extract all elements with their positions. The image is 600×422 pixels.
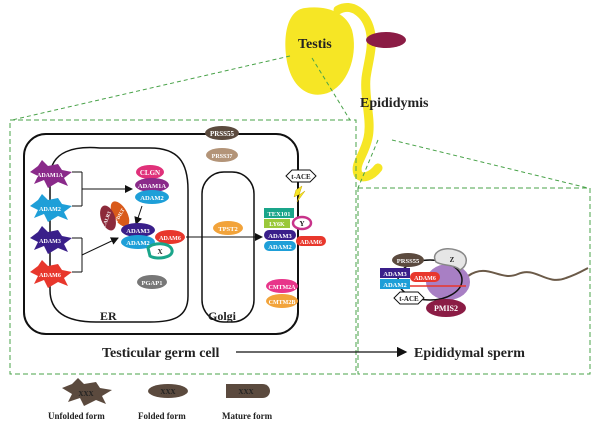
er-label: ER — [100, 309, 117, 323]
adam2-folded-bottom — [121, 235, 155, 249]
adam2-sperm-label: ADAM2 — [383, 282, 406, 289]
testicular-germ-cell-label: Testicular germ cell — [102, 346, 220, 361]
prss55-sperm-label: PRSS55 — [397, 258, 420, 265]
unfolded-adam1a: ADAM1A — [30, 160, 72, 188]
cmtm2b-folded — [266, 294, 298, 308]
adam3-mature — [264, 230, 296, 240]
pgap1-folded — [137, 275, 167, 289]
tace-sperm-label: t-ACE — [399, 295, 419, 303]
tex101-mature — [264, 208, 294, 218]
epididymis-label: Epididymis — [360, 96, 429, 111]
adam1a-folded-label: ADAM1A — [138, 183, 166, 190]
legend-unfolded-label: Unfolded form — [48, 411, 105, 421]
pdilt-folded — [110, 201, 130, 227]
epididymis-shape — [333, 3, 383, 182]
legend-mature — [226, 384, 270, 398]
x-chaperone — [146, 242, 174, 260]
pgap1-label: PGAP1 — [142, 280, 163, 287]
tace-hexagon — [285, 169, 317, 183]
adam3-mature-label: ADAM3 — [268, 233, 292, 240]
connector-testis-left — [11, 55, 291, 121]
clgn-label: CLGN — [140, 169, 160, 177]
adam6-folded — [155, 230, 185, 244]
adam2-folded-bottom-label: ADAM2 — [126, 240, 149, 247]
sperm-panel — [357, 187, 591, 375]
adam6-sperm — [410, 272, 440, 282]
cmtm2b-label: CMTM2B — [269, 300, 296, 306]
adam3-folded-label: ADAM3 — [126, 228, 150, 235]
adam3-folded — [121, 223, 155, 237]
adam2-folded-top — [135, 190, 169, 204]
connector-epididymis-right — [391, 139, 589, 189]
tpst2-label: TPST2 — [218, 226, 238, 233]
ly6k-mature — [264, 219, 290, 228]
lightning-icon — [293, 185, 306, 203]
svg-text:XXX: XXX — [78, 390, 93, 398]
adam3-sperm — [380, 268, 410, 278]
legend-folded-label: Folded form — [138, 411, 186, 421]
legend-mature-label: Mature form — [222, 411, 273, 421]
x-label: X — [157, 248, 162, 256]
prss55-folded — [205, 126, 239, 140]
adam2-folded-top-label: ADAM2 — [140, 195, 163, 202]
z-ring — [433, 248, 467, 271]
pmis2-label: PMIS2 — [434, 304, 458, 313]
adam2-mature — [264, 241, 296, 251]
legend-folded-xxx: XXX — [160, 388, 175, 396]
prss55-sperm — [392, 253, 424, 267]
golgi-label: Golgi — [208, 309, 237, 323]
unfolded-adam2: ADAM2 — [30, 194, 72, 222]
svg-text:ADAM3: ADAM3 — [39, 239, 61, 245]
prss37-label: PRSS37 — [212, 154, 233, 160]
tex101-label: TEX101 — [267, 211, 290, 218]
tace-sperm-hexagon — [393, 291, 425, 305]
adam2-sperm — [380, 279, 410, 289]
er-compartment — [49, 146, 189, 323]
testis-label: Testis — [298, 37, 332, 52]
unfolded-adam6: ADAM6 — [30, 260, 72, 288]
svg-text:ADAM1A: ADAM1A — [37, 173, 64, 179]
adam6-sperm-label: ADAM6 — [414, 276, 436, 282]
golgi-compartment — [201, 171, 255, 323]
svg-text:ADAM2: ADAM2 — [39, 207, 61, 213]
connector-epididymis-left — [357, 139, 379, 189]
calr3-label: CALR3 — [102, 211, 113, 229]
cmtm2a-folded — [266, 279, 298, 293]
tace-label: t-ACE — [291, 173, 311, 181]
cell-membrane — [23, 133, 299, 335]
cmtm2a-label: CMTM2A — [269, 285, 297, 291]
calr3-folded — [100, 205, 116, 231]
svg-text:ADAM6: ADAM6 — [39, 273, 61, 279]
pmis2-folded — [426, 299, 466, 317]
rnase10-ellipse — [366, 32, 406, 48]
legend-mature-xxx: XXX — [238, 388, 253, 396]
arrow-adam1a-down — [134, 205, 143, 225]
adam6-mature-label: ADAM6 — [300, 240, 322, 246]
germ-cell-panel — [9, 119, 357, 375]
adam2-mature-label: ADAM2 — [268, 244, 291, 251]
z-label: Z — [450, 256, 455, 264]
connector-testis-right — [311, 57, 351, 121]
ly6k-label: LY6K — [269, 222, 285, 228]
adam6-folded-label: ADAM6 — [159, 236, 181, 242]
prss37-folded — [206, 148, 238, 162]
unfolded-adam3: ADAM3 — [30, 226, 72, 254]
clgn-folded — [136, 165, 164, 179]
sperm-tail — [467, 267, 589, 281]
y-label: Y — [299, 220, 304, 228]
adam6-mature — [296, 236, 326, 246]
testis-shape — [285, 7, 354, 95]
tpst2-folded — [213, 221, 243, 235]
adam3-sperm-label: ADAM3 — [383, 271, 407, 278]
arrow-to-adam3-complex — [81, 237, 119, 256]
y-ring — [291, 215, 313, 231]
epididymal-sperm-label: Epididymal sperm — [414, 346, 525, 361]
adam1a-folded — [135, 178, 169, 192]
prss55-label: PRSS55 — [210, 130, 235, 138]
legend-folded — [148, 384, 188, 398]
legend-unfolded: XXX — [62, 378, 112, 406]
